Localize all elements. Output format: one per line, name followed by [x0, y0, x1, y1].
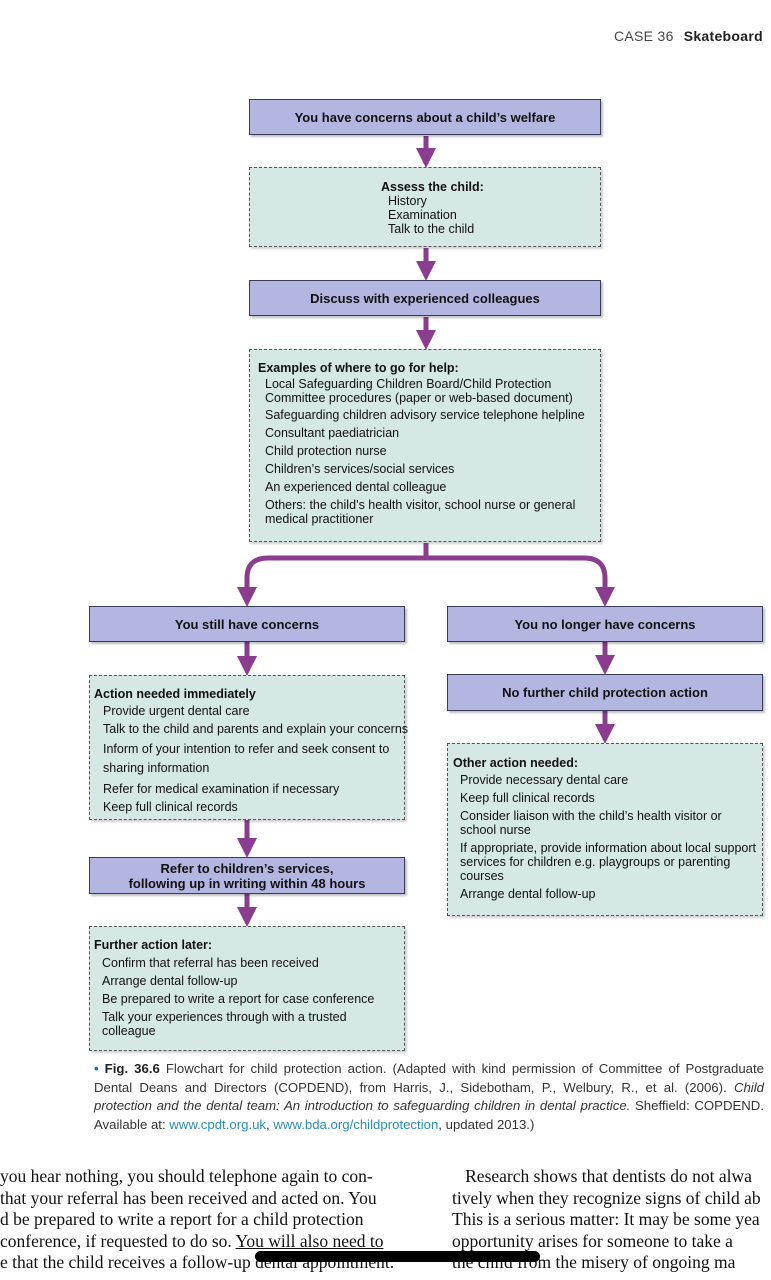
help-item: Child protection nurse: [265, 444, 387, 458]
caption-link-cpdt[interactable]: www.cpdt.org.uk: [169, 1116, 267, 1132]
body-line: d be prepared to write a report for a ch…: [0, 1209, 364, 1229]
figure-caption: • Fig. 36.6 Flowchart for child protecti…: [94, 1060, 764, 1134]
box-discuss-label: Discuss with experienced colleagues: [310, 290, 540, 306]
caption-book-title: Child protection and the dental team: An…: [94, 1079, 764, 1114]
help-item: Consultant paediatrician: [265, 426, 400, 440]
other-item: Keep full clinical records: [460, 791, 595, 805]
action-item: Talk to the child and parents and explai…: [103, 722, 409, 736]
further-item: Arrange dental follow-up: [102, 974, 238, 988]
further-item: Confirm that referral has been received: [102, 956, 319, 970]
box-action-immediately: Action needed immediately Provide urgent…: [89, 675, 409, 820]
body-line-part: conference, if requested to do so.: [0, 1230, 236, 1251]
action-item: Refer for medical examination if necessa…: [103, 782, 340, 796]
refer-line2: following up in writing within 48 hours: [128, 875, 366, 891]
running-header: CASE 36 Skateboard: [614, 28, 771, 44]
body-line: This is a serious matter: It may be some…: [452, 1209, 760, 1229]
other-item: If appropriate, provide information abou…: [460, 841, 757, 883]
arrow-help-split: [237, 543, 429, 607]
box-still-concerns: You still have concerns: [89, 606, 405, 642]
help-heading: Examples of where to go for help:: [258, 361, 459, 375]
further-item: Talk your experiences through with a tru…: [102, 1010, 347, 1038]
help-item: Local Safeguarding Children Board/Child …: [265, 377, 573, 405]
help-item: Children’s services/social services: [265, 462, 455, 476]
redaction-bar: [255, 1251, 540, 1262]
box-no-further-label: No further child protection action: [502, 685, 708, 700]
further-item: Be prepared to write a report for case c…: [102, 992, 375, 1006]
case-number: CASE 36: [614, 28, 674, 44]
other-item: Consider liaison with the child’s health…: [460, 809, 722, 837]
box-no-further-action: No further child protection action: [447, 674, 763, 711]
flowchart-arrows: [237, 136, 615, 927]
box-assess-child: Assess the child: History Examination Ta…: [249, 167, 601, 247]
body-line: conference, if requested to do so. You w…: [0, 1231, 410, 1253]
box-discuss-colleagues: Discuss with experienced colleagues: [249, 280, 601, 316]
caption-bullet: •: [94, 1061, 99, 1076]
assess-item: Talk to the child: [388, 222, 475, 236]
box-no-longer-concerns-label: You no longer have concerns: [514, 616, 696, 632]
assess-item: History: [388, 194, 427, 208]
box-where-help: Examples of where to go for help: Local …: [249, 349, 601, 542]
arrow-help-split-right: [426, 555, 615, 607]
help-item: An experienced dental colleague: [265, 480, 447, 494]
caption-separator: ,: [266, 1116, 274, 1132]
box-concerns-start: You have concerns about a child’s welfar…: [249, 99, 601, 135]
body-line: you hear nothing, you should telephone a…: [0, 1166, 373, 1186]
body-line: tively when they recognize signs of chil…: [452, 1187, 761, 1208]
caption-text: , updated 2013.): [438, 1116, 535, 1132]
caption-fig-label: Fig. 36.6: [104, 1061, 160, 1076]
help-item: Safeguarding children advisory service t…: [265, 408, 585, 422]
caption-link-bda[interactable]: www.bda.org/childprotection: [273, 1116, 439, 1132]
box-concerns-start-label: You have concerns about a child’s welfar…: [294, 109, 556, 125]
action-item: Inform of your intention to refer and se…: [103, 742, 390, 775]
caption-text: Flowchart for child protection action. (…: [94, 1061, 764, 1095]
body-underlined-text: You will also need to: [235, 1230, 384, 1251]
body-line: that your referral has been received and…: [0, 1187, 377, 1208]
assess-item: Examination: [388, 208, 457, 222]
other-item: Provide necessary dental care: [460, 773, 629, 787]
other-item: Arrange dental follow-up: [460, 887, 596, 901]
box-further-action: Further action later: Confirm that refer…: [89, 926, 405, 1051]
action-heading: Action needed immediately: [94, 687, 256, 701]
case-title: Skateboard: [683, 28, 763, 44]
help-item: Others: the child’s health visitor, scho…: [265, 498, 576, 526]
box-other-action: Other action needed: Provide necessary d…: [447, 743, 763, 916]
other-heading: Other action needed:: [453, 756, 579, 770]
body-line: Research shows that dentists do not alwa: [452, 1166, 752, 1186]
action-item: Keep full clinical records: [103, 800, 238, 814]
action-item: Provide urgent dental care: [103, 704, 250, 718]
caption-text: Sheffield: COPDEND. Available at:: [94, 1098, 764, 1132]
body-line: opportunity arises for someone to take a: [452, 1230, 733, 1251]
box-no-longer-concerns: You no longer have concerns: [447, 606, 763, 642]
assess-heading: Assess the child:: [381, 180, 484, 194]
refer-line1: Refer to children’s services,: [160, 860, 334, 876]
box-refer-services: Refer to children’s services, following …: [89, 857, 405, 894]
box-still-concerns-label: You still have concerns: [174, 616, 320, 632]
further-heading: Further action later:: [94, 938, 213, 952]
